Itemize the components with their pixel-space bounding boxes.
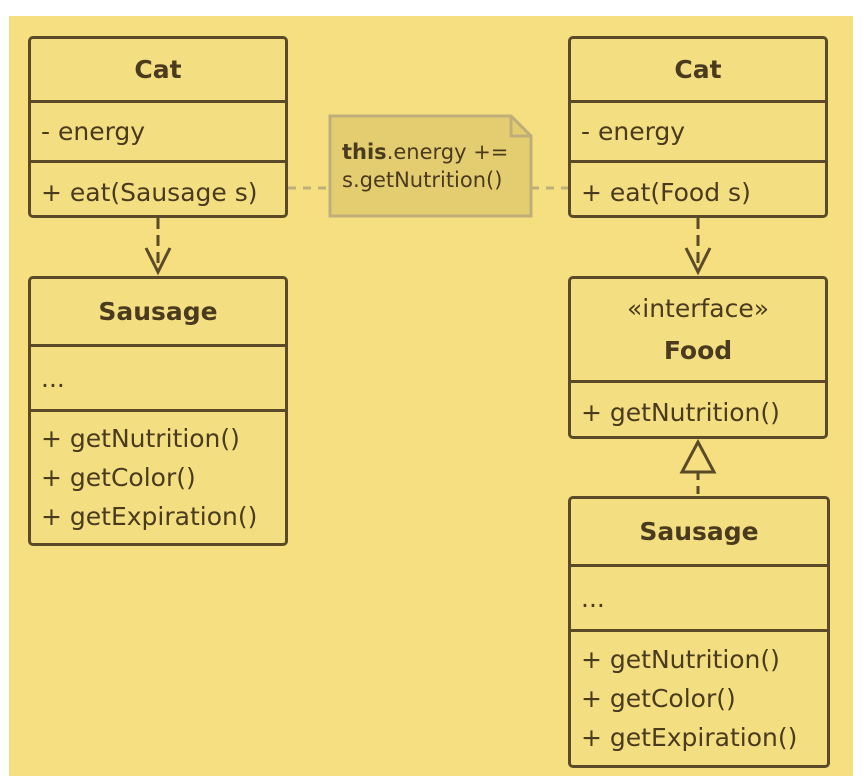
field-energy: - energy (31, 100, 285, 160)
class-name-text: Sausage (98, 297, 218, 326)
method-text: + eat(Food s) (581, 177, 751, 207)
interface-header: «interface» Food (571, 279, 825, 380)
method-get-nutrition: + getNutrition() (41, 424, 240, 453)
note: this.energy += s.getNutrition() (330, 116, 531, 216)
methods-list: + getNutrition() + getColor() + getExpir… (31, 409, 285, 543)
class-name-text: Sausage (639, 517, 759, 546)
class-name: Sausage (31, 279, 285, 344)
method-get-nutrition: + getNutrition() (581, 645, 780, 674)
realization-arrow (679, 438, 717, 496)
note-text: this.energy += s.getNutrition() (342, 138, 508, 194)
method-get-expiration: + getExpiration() (41, 502, 258, 531)
class-cat-left: Cat - energy + eat(Sausage s) (28, 36, 288, 218)
field-text: - energy (41, 117, 146, 146)
method-text: + getNutrition() (581, 398, 780, 427)
class-sausage-left: Sausage ... + getNutrition() + getColor(… (28, 276, 288, 546)
field-energy: - energy (571, 100, 825, 160)
stereotype-text: «interface» (626, 293, 770, 323)
class-name: Cat (31, 39, 285, 100)
method-eat: + eat(Food s) (571, 160, 825, 215)
field-text: - energy (581, 117, 686, 146)
method-get-expiration: + getExpiration() (581, 723, 798, 752)
class-cat-right: Cat - energy + eat(Food s) (568, 36, 828, 218)
class-name-text: Cat (134, 55, 182, 84)
class-name: Cat (571, 39, 825, 100)
class-sausage-right: Sausage ... + getNutrition() + getColor(… (568, 496, 830, 768)
fields-text: ... (41, 363, 65, 393)
note-line1: .energy += (386, 140, 509, 164)
method-get-nutrition: + getNutrition() (571, 380, 825, 436)
note-shape (328, 114, 533, 218)
class-name-text: Food (663, 335, 733, 365)
method-eat: + eat(Sausage s) (31, 160, 285, 215)
method-get-color: + getColor() (581, 684, 736, 713)
dependency-arrow-left (144, 218, 172, 276)
note-line2: s.getNutrition() (342, 168, 503, 192)
fields-ellipsis: ... (31, 344, 285, 409)
class-name-text: Cat (674, 55, 722, 84)
note-keyword: this (342, 140, 387, 164)
dependency-arrow-right (684, 218, 712, 276)
method-text: + eat(Sausage s) (41, 177, 258, 207)
fields-text: ... (581, 583, 605, 613)
method-get-color: + getColor() (41, 463, 196, 492)
class-name: Sausage (571, 499, 827, 564)
interface-food: «interface» Food + getNutrition() (568, 276, 828, 439)
methods-list: + getNutrition() + getColor() + getExpir… (571, 629, 827, 765)
fields-ellipsis: ... (571, 564, 827, 629)
